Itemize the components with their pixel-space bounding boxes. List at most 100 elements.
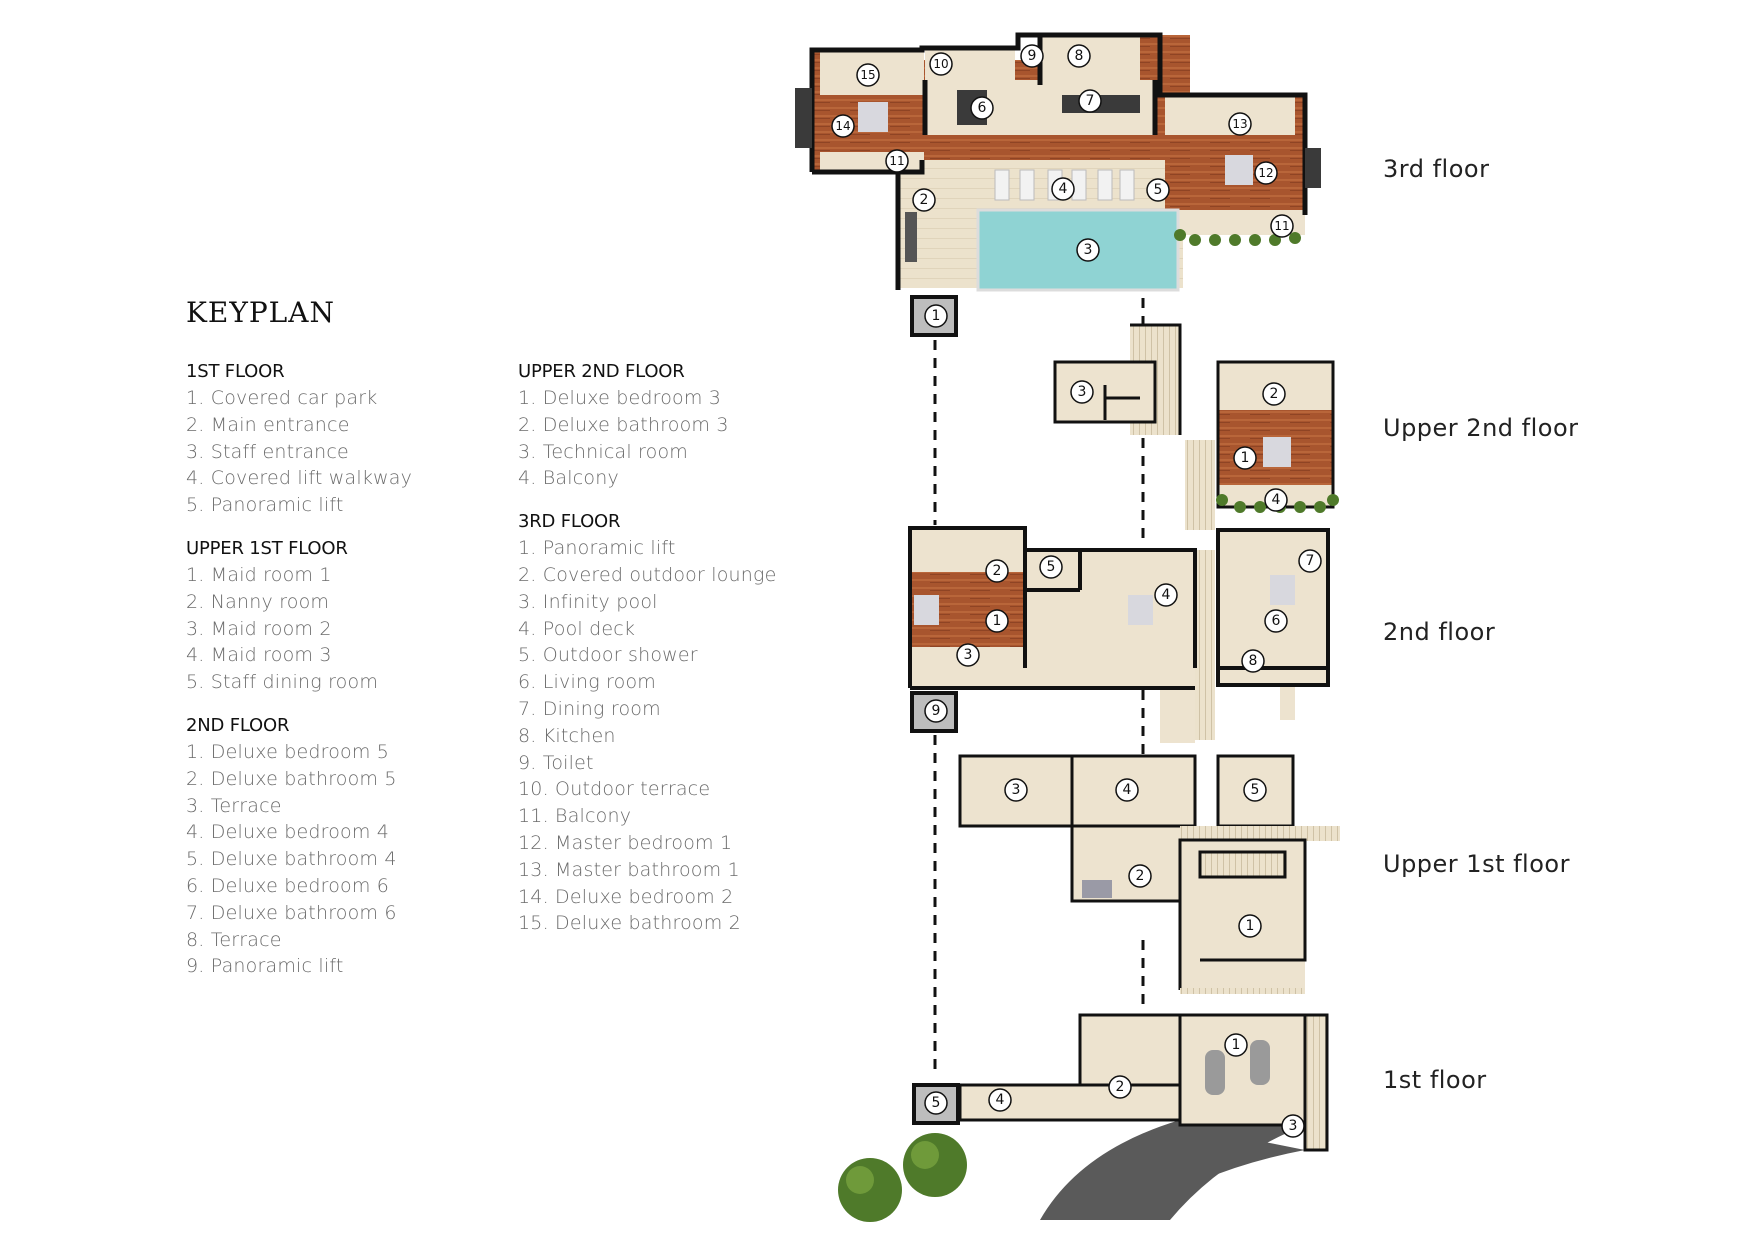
svg-text:14: 14 bbox=[835, 119, 850, 133]
legend-item: 4. Covered lift walkway bbox=[186, 467, 413, 490]
svg-text:3: 3 bbox=[1078, 384, 1087, 400]
keyplan-title: KEYPLAN bbox=[186, 296, 335, 329]
svg-text:4: 4 bbox=[1059, 181, 1068, 197]
legend-item: 4. Balcony bbox=[518, 467, 619, 490]
svg-text:1: 1 bbox=[1232, 1037, 1241, 1053]
plan-upper-1st-floor bbox=[958, 754, 1340, 994]
svg-text:15: 15 bbox=[860, 68, 875, 82]
legend-item: 11. Balcony bbox=[518, 805, 632, 828]
svg-text:3: 3 bbox=[1084, 242, 1093, 258]
room-number-labels: 1 2 3 4 5 6 7 8 9 10 11 11 12 13 14 15 1… bbox=[835, 48, 1314, 1134]
svg-text:2: 2 bbox=[920, 192, 929, 208]
legend-item: 7. Deluxe bathroom 6 bbox=[186, 901, 397, 924]
svg-text:3: 3 bbox=[1289, 1118, 1298, 1134]
svg-text:5: 5 bbox=[1251, 782, 1260, 798]
legend-item: 3. Maid room 2 bbox=[186, 617, 332, 640]
legend-item: 12. Master bedroom 1 bbox=[518, 831, 733, 854]
legend-item: 1. Deluxe bedroom 5 bbox=[186, 740, 390, 763]
svg-text:4: 4 bbox=[1162, 587, 1171, 603]
svg-text:4: 4 bbox=[1272, 492, 1281, 508]
svg-text:2: 2 bbox=[1136, 868, 1145, 884]
svg-text:5: 5 bbox=[1047, 559, 1056, 575]
legend-item: 1. Maid room 1 bbox=[186, 563, 332, 586]
floor-label-upper-2nd: Upper 2nd floor bbox=[1383, 414, 1579, 442]
legend-item: 9. Toilet bbox=[518, 751, 594, 774]
svg-text:5: 5 bbox=[1154, 182, 1163, 198]
legend-item: 6. Deluxe bedroom 6 bbox=[186, 874, 390, 897]
legend-item: 5. Outdoor shower bbox=[518, 644, 698, 667]
svg-text:11: 11 bbox=[889, 154, 904, 168]
legend-item: 8. Terrace bbox=[186, 928, 282, 951]
legend-heading: 2ND FLOOR bbox=[186, 714, 290, 736]
floor-label-2nd: 2nd floor bbox=[1383, 618, 1496, 646]
svg-text:2: 2 bbox=[993, 563, 1002, 579]
svg-text:5: 5 bbox=[932, 1095, 941, 1111]
svg-text:1: 1 bbox=[1246, 918, 1255, 934]
legend-item: 2. Deluxe bathroom 3 bbox=[518, 413, 729, 436]
legend-item: 1. Deluxe bedroom 3 bbox=[518, 387, 722, 409]
svg-text:1: 1 bbox=[932, 308, 941, 324]
legend-item: 13. Master bathroom 1 bbox=[518, 858, 740, 881]
svg-text:13: 13 bbox=[1232, 117, 1247, 131]
svg-text:7: 7 bbox=[1306, 553, 1315, 569]
legend-column-1: 1ST FLOOR 1. Covered car park 2. Main en… bbox=[186, 358, 486, 996]
legend-item: 3. Infinity pool bbox=[518, 590, 658, 613]
legend-item: 9. Panoramic lift bbox=[186, 955, 344, 978]
legend-item: 4. Deluxe bedroom 4 bbox=[186, 821, 390, 844]
svg-text:9: 9 bbox=[932, 703, 941, 719]
svg-text:2: 2 bbox=[1116, 1079, 1125, 1095]
svg-text:9: 9 bbox=[1028, 48, 1037, 64]
legend-heading: 3RD FLOOR bbox=[518, 511, 621, 533]
svg-text:3: 3 bbox=[1012, 782, 1021, 798]
legend-section-upper-1st-floor: UPPER 1ST FLOOR 1. Maid room 1 2. Nanny … bbox=[186, 535, 486, 696]
svg-text:6: 6 bbox=[978, 100, 987, 116]
legend-item: 14. Deluxe bedroom 2 bbox=[518, 885, 734, 908]
svg-text:4: 4 bbox=[1123, 782, 1132, 798]
legend-item: 6. Living room bbox=[518, 671, 656, 694]
svg-text:8: 8 bbox=[1075, 48, 1084, 64]
legend-item: 1. Covered car park bbox=[186, 387, 378, 409]
legend-item: 5. Panoramic lift bbox=[186, 494, 344, 517]
legend-item: 4. Pool deck bbox=[518, 617, 636, 640]
svg-text:12: 12 bbox=[1258, 166, 1273, 180]
legend-item: 3. Technical room bbox=[518, 440, 689, 463]
legend-heading: UPPER 2ND FLOOR bbox=[518, 361, 685, 382]
legend-item: 2. Covered outdoor lounge bbox=[518, 563, 777, 586]
legend-heading: UPPER 1ST FLOOR bbox=[186, 537, 348, 559]
plan-upper-2nd-floor bbox=[1053, 323, 1339, 530]
svg-text:11: 11 bbox=[1274, 219, 1289, 233]
floor-label-3rd: 3rd floor bbox=[1383, 155, 1490, 183]
legend-section-upper-2nd-floor: UPPER 2ND FLOOR 1. Deluxe bedroom 3 2. D… bbox=[518, 358, 818, 492]
plan-2nd-floor bbox=[908, 526, 1330, 743]
legend-item: 3. Staff entrance bbox=[186, 440, 349, 463]
legend-item: 7. Dining room bbox=[518, 697, 661, 720]
legend-item: 10. Outdoor terrace bbox=[518, 778, 711, 801]
svg-text:2: 2 bbox=[1270, 386, 1279, 402]
svg-text:3: 3 bbox=[964, 647, 973, 663]
room-number-markers bbox=[831, 44, 1322, 1138]
svg-text:8: 8 bbox=[1249, 653, 1258, 669]
floor-label-1st: 1st floor bbox=[1383, 1066, 1487, 1094]
svg-text:7: 7 bbox=[1086, 93, 1095, 109]
legend-item: 15. Deluxe bathroom 2 bbox=[518, 912, 741, 935]
legend-item: 5. Deluxe bathroom 4 bbox=[186, 848, 397, 871]
legend-item: 3. Terrace bbox=[186, 794, 282, 817]
legend-item: 1. Panoramic lift bbox=[518, 537, 676, 560]
floor-label-upper-1st: Upper 1st floor bbox=[1383, 850, 1570, 878]
legend-section-1st-floor: 1ST FLOOR 1. Covered car park 2. Main en… bbox=[186, 358, 486, 519]
legend-item: 2. Main entrance bbox=[186, 413, 350, 436]
plan-3rd-floor bbox=[795, 32, 1321, 337]
legend-item: 4. Maid room 3 bbox=[186, 644, 332, 667]
svg-text:1: 1 bbox=[993, 613, 1002, 629]
legend-section-2nd-floor: 2ND FLOOR 1. Deluxe bedroom 5 2. Deluxe … bbox=[186, 712, 486, 980]
svg-text:4: 4 bbox=[996, 1092, 1005, 1108]
vertical-connector-lines bbox=[933, 298, 1145, 1070]
legend-item: 5. Staff dining room bbox=[186, 671, 379, 694]
svg-text:6: 6 bbox=[1272, 613, 1281, 629]
svg-text:10: 10 bbox=[933, 57, 948, 71]
plan-1st-floor bbox=[838, 1013, 1329, 1222]
svg-text:1: 1 bbox=[1241, 450, 1250, 466]
legend-column-2: UPPER 2ND FLOOR 1. Deluxe bedroom 3 2. D… bbox=[518, 358, 818, 953]
legend-item: 2. Nanny room bbox=[186, 590, 330, 613]
